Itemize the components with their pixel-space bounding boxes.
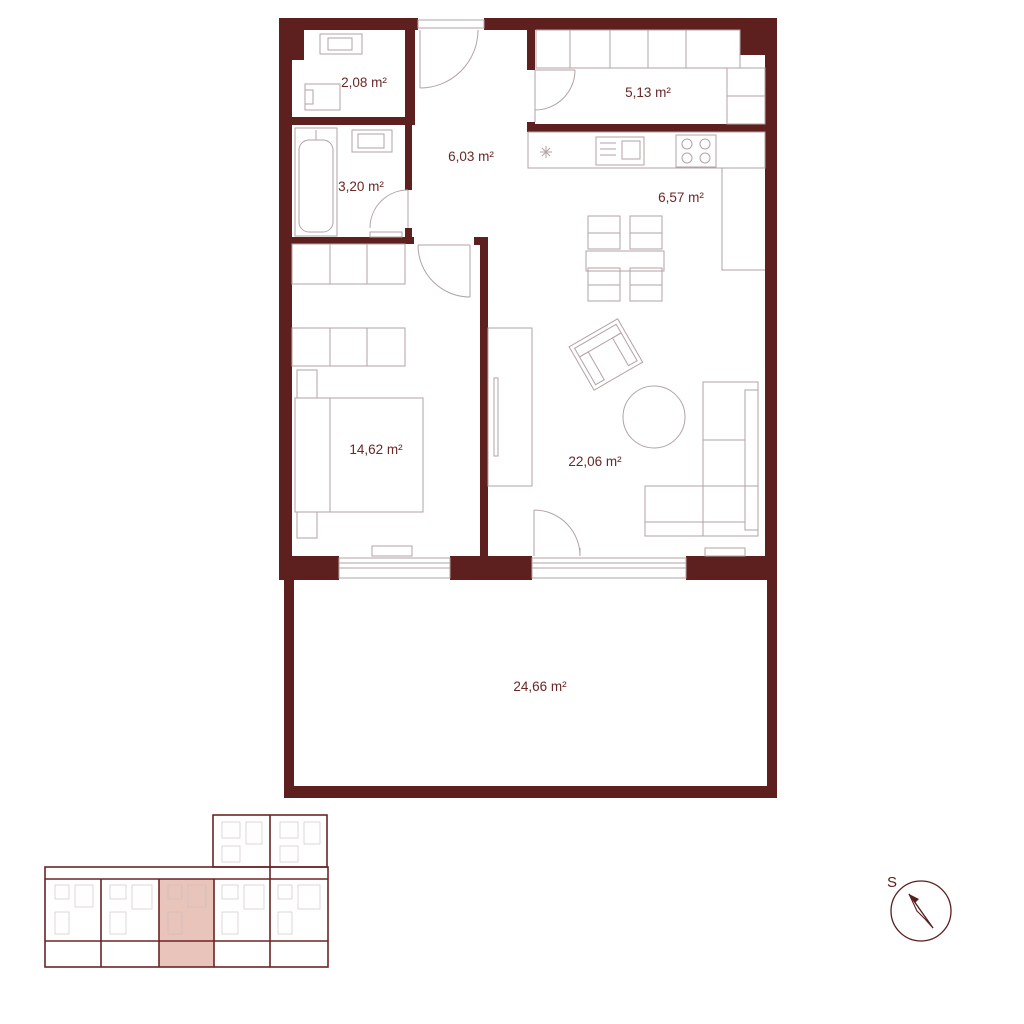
outer-walls [279,18,777,580]
kitchen-area-label: 6,57 m² [658,190,704,205]
terrace-area-label: 24,66 m² [513,679,567,694]
compass-icon [890,880,952,942]
bedroom-area-label: 14,62 m² [349,442,403,457]
terrace [284,580,777,798]
windows [338,19,687,579]
compass-label: S [887,874,897,891]
interior-walls [292,30,765,557]
bathroom-area-label: 3,20 m² [338,179,384,194]
key-plan-icon [44,814,329,968]
furniture [291,29,766,557]
doors [369,29,581,557]
living-room-area-label: 22,06 m² [568,454,622,469]
storage-area-label: 5,13 m² [625,85,671,100]
hall-area-label: 6,03 m² [448,149,494,164]
wc-area-label: 2,08 m² [341,75,387,90]
